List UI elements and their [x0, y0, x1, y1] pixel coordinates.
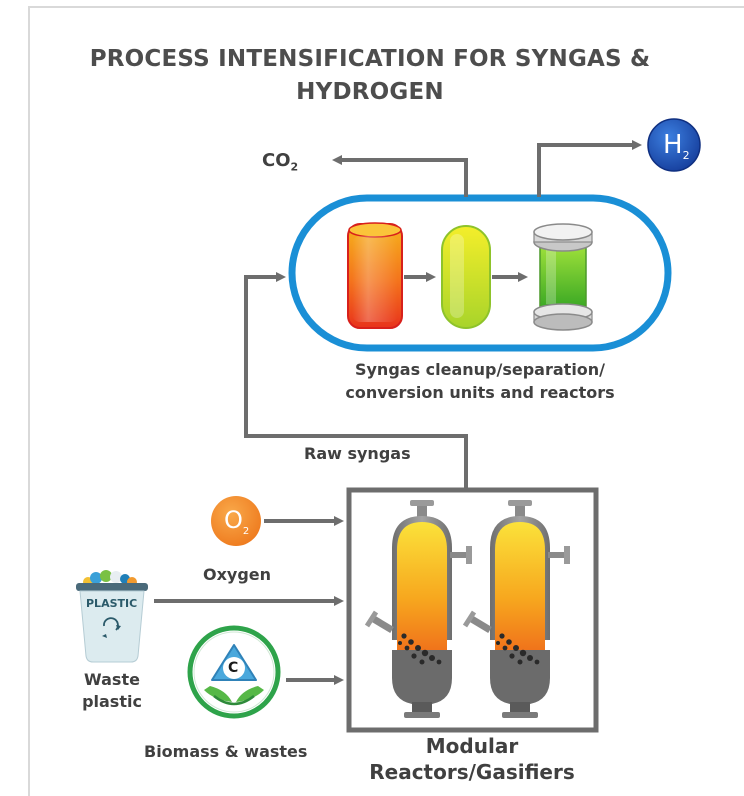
cleanup-label-line2: conversion units and reactors: [345, 383, 615, 402]
arrow-co2-out: [332, 155, 468, 197]
biomass-label: Biomass & wastes: [144, 742, 308, 761]
o2-subscript: 2: [242, 525, 250, 537]
biomass-icon: [187, 625, 281, 719]
h2-subscript: 2: [682, 149, 690, 163]
gasifier-reactor-2: [462, 500, 570, 718]
oxygen-icon: [211, 496, 261, 546]
diagram-title-line2: HYDROGEN: [296, 79, 444, 105]
co2-label: CO2: [262, 150, 299, 174]
h2-icon: [647, 118, 701, 172]
diagram-title-line1: PROCESS INTENSIFICATION FOR SYNGAS &: [89, 46, 651, 72]
modular-reactors-box: [346, 487, 599, 733]
waste-plastic-label-line2: plastic: [82, 692, 142, 711]
reactors-label-line1: Modular: [425, 734, 519, 758]
h2-symbol: H2: [663, 130, 690, 163]
plastic-bin-icon: [76, 570, 148, 663]
cleanup-column-red: [347, 222, 403, 329]
cleanup-label-line1: Syngas cleanup/separation/: [354, 360, 606, 379]
arrow-h2-out: [537, 140, 642, 197]
arrow-raw-syngas: [244, 272, 468, 488]
separation-column-yellow: [441, 225, 491, 329]
plastic-bin-text: PLASTIC: [86, 597, 138, 610]
oxygen-label: Oxygen: [203, 565, 272, 584]
o2-symbol: O2: [224, 506, 250, 537]
conversion-reactor-green: [533, 223, 593, 331]
gasifier-reactor-1: [364, 500, 472, 718]
carbon-symbol: C: [228, 660, 239, 676]
waste-plastic-label-line1: Waste: [84, 670, 140, 689]
co2-subscript: 2: [290, 160, 299, 174]
raw-syngas-label: Raw syngas: [304, 444, 411, 463]
diagram-frame: [28, 6, 744, 796]
reactors-label-line2: Reactors/Gasifiers: [369, 760, 575, 784]
